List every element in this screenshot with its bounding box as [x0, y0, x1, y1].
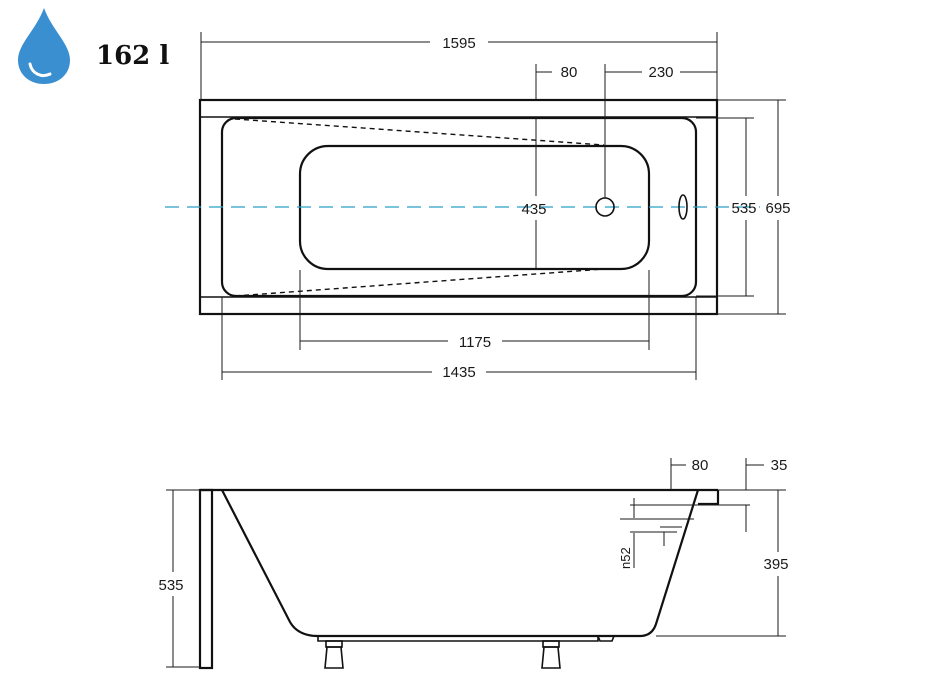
dim-rim-offset: 80 [670, 457, 709, 490]
dim-rim-thickness-label: 35 [771, 457, 788, 474]
foot-right-icon [541, 640, 561, 669]
drain-fitting-icon [597, 635, 615, 642]
dim-total-height: 535 [158, 489, 200, 668]
dim-outlet-to-edge: 230 [604, 64, 717, 198]
dim-inner-width-label: 535 [731, 200, 756, 217]
dim-outlet-to-edge-label: 230 [648, 64, 673, 81]
dim-inner-width: 535 [696, 117, 757, 297]
dim-overall-length: 1595 [200, 32, 718, 100]
dim-overall-width: 695 [717, 99, 791, 315]
dim-overall-length-label: 1595 [442, 35, 475, 52]
foot-left-icon [324, 640, 344, 669]
slope-line-bottom [234, 268, 605, 297]
dim-inner-length-label: 1435 [442, 364, 475, 381]
dim-outlet-offset: 80 [535, 64, 578, 100]
dim-overflow: n52 [618, 498, 750, 569]
tub-base-plate [317, 636, 599, 642]
capacity-value: 162 l [96, 41, 169, 71]
dim-inner-length: 1435 [221, 297, 697, 381]
tub-profile [221, 489, 700, 638]
slope-line-top [234, 118, 605, 146]
dim-rim-offset-label: 80 [692, 457, 709, 474]
dim-total-height-label: 535 [158, 577, 183, 594]
overflow-icon [678, 194, 688, 220]
dim-bottom-length: 1175 [299, 270, 650, 351]
dim-overflow-label: n52 [618, 547, 633, 569]
dim-depth-label: 395 [763, 556, 788, 573]
dim-overall-width-label: 695 [765, 200, 790, 217]
water-drop-icon [18, 8, 70, 84]
side-rim-end [698, 490, 720, 506]
dim-bottom-length-label: 1175 [459, 334, 491, 351]
dim-outlet-offset-label: 80 [561, 64, 578, 81]
dim-inner-width-short: 435 [521, 118, 547, 268]
side-panel [198, 488, 214, 670]
dim-inner-width-short-label: 435 [521, 201, 546, 218]
dim-depth: 395 [656, 489, 789, 637]
dim-rim-thickness: 35 [745, 457, 788, 490]
